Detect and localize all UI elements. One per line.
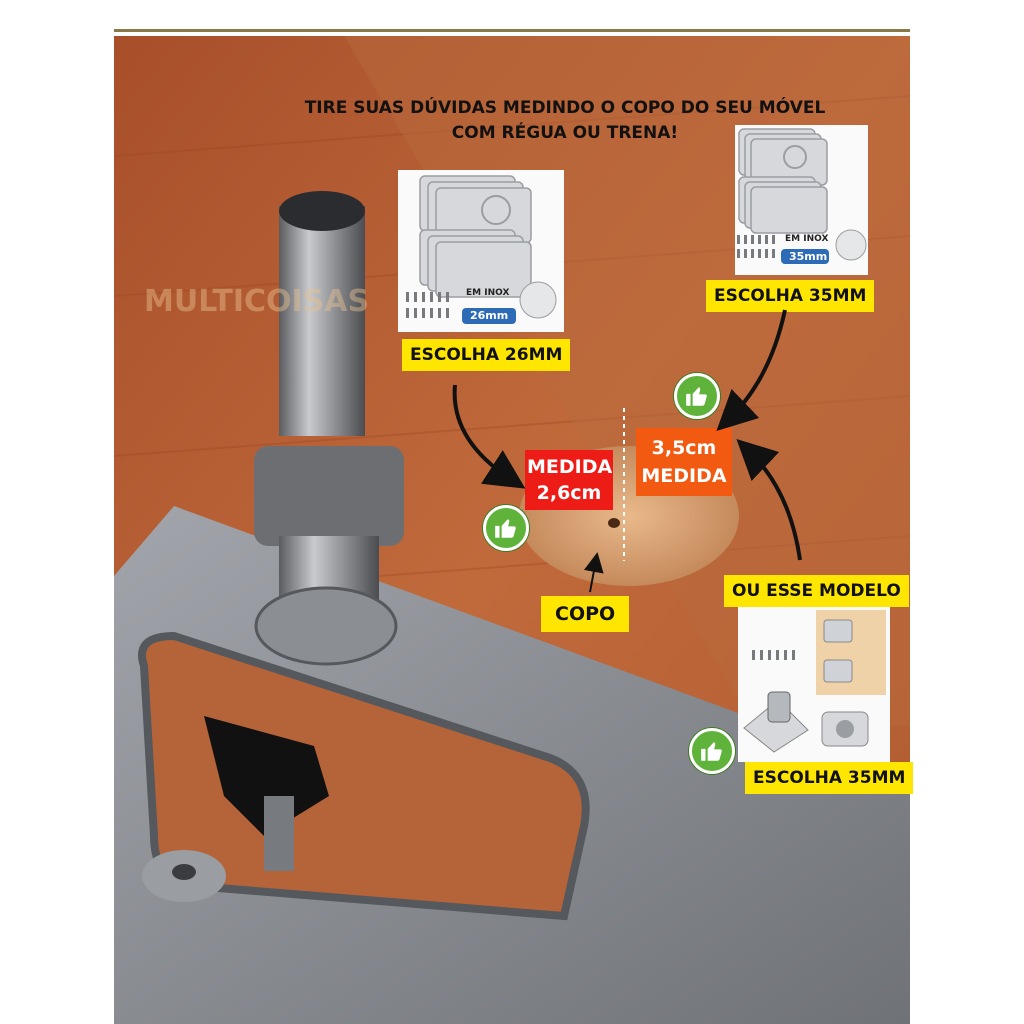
svg-text:MULTICOISAS: MULTICOISAS (144, 284, 369, 319)
screw-icon (737, 235, 775, 258)
headline-line-1: TIRE SUAS DÚVIDAS MEDINDO O COPO DO SEU … (304, 98, 826, 118)
hinge-plate-icon (743, 610, 886, 753)
measurement-word: MEDIDA (641, 465, 727, 487)
hinge-kit-35mm-card: EM INOX 35mm (735, 125, 868, 275)
screw-icon (752, 650, 795, 660)
thumbs-up-icon (674, 373, 720, 419)
or-this-model-label: OU ESSE MODELO (724, 575, 909, 607)
thumbs-up-icon (483, 505, 529, 551)
top-divider (114, 29, 910, 32)
material-label: EM INOX (785, 234, 829, 244)
measurement-value: 3,5cm (651, 437, 717, 459)
measurement-26-badge: MEDIDA 2,6cm (525, 450, 613, 510)
measurement-value: 2,6cm (536, 482, 602, 504)
choose-35mm-label-bottom: ESCOLHA 35MM (745, 762, 914, 794)
headline: TIRE SUAS DÚVIDAS MEDINDO O COPO DO SEU … (300, 96, 830, 146)
alternate-hinge-card (738, 602, 890, 762)
size-label: 26mm (470, 309, 509, 322)
cup-label: COPO (541, 596, 630, 632)
size-label: 35mm (789, 250, 828, 263)
thumbs-up-icon (689, 728, 735, 774)
hinge-plate-icon (406, 175, 557, 324)
choose-26mm-label: ESCOLHA 26MM (402, 339, 571, 371)
hinge-kit-26mm-card: EM INOX 26mm (398, 170, 564, 332)
headline-line-2: COM RÉGUA OU TRENA! (451, 123, 679, 143)
measurement-word: MEDIDA (527, 456, 613, 478)
hinge-plate-icon (737, 128, 867, 264)
measurement-35-badge: 3,5cm MEDIDA (636, 428, 732, 496)
screw-icon (406, 292, 449, 318)
material-label: EM INOX (466, 288, 510, 298)
choose-35mm-label-top: ESCOLHA 35MM (706, 280, 875, 312)
